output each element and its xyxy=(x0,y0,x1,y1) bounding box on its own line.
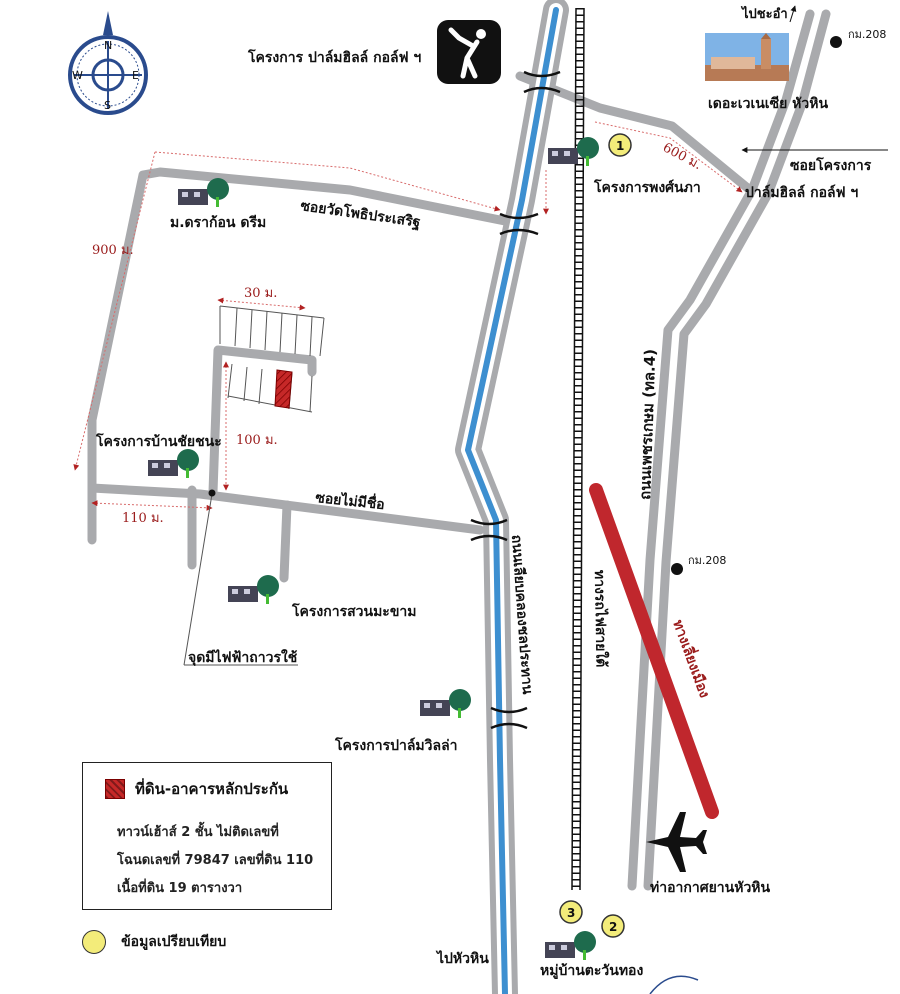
road-petchkasem-a xyxy=(627,9,815,891)
label-soi-palm-2: ปาล์มฮิลล์ กอล์ฟ ฯ xyxy=(745,184,858,201)
distance-30: 30 ม. xyxy=(244,286,277,301)
marker-2: 2 xyxy=(601,914,625,938)
canal-water xyxy=(465,7,559,994)
legend-line-3: เนื้อที่ดิน 19 ตารางวา xyxy=(117,881,243,896)
label-power: จุดมีไฟฟ้าถาวรใช้ xyxy=(188,648,298,666)
road-branch-2 xyxy=(279,500,292,583)
legend-line-2: โฉนดเลขที่ 79847 เลขที่ดิน 110 xyxy=(117,853,314,868)
canal-road xyxy=(455,0,569,994)
bridges xyxy=(470,70,561,730)
bridge-1 xyxy=(523,70,561,94)
house-icon-tawan xyxy=(545,931,596,960)
distance-900: 900 ม. xyxy=(92,243,134,258)
label-soi-palm-1: ซอยโครงการ xyxy=(790,156,872,174)
compass-rose-icon: N S E W xyxy=(68,11,148,115)
label-bypass: ทางเลี่ยงเมือง xyxy=(669,617,715,700)
compass-n: N xyxy=(104,39,112,52)
label-airport: ท่าอากาศยานหัวหิน xyxy=(650,880,771,896)
svg-text:2: 2 xyxy=(609,920,617,934)
legend-box: ที่ดิน-อาคารหลักประกัน ทาวน์เฮ้าส์ 2 ชั้… xyxy=(82,762,332,910)
label-km208-mid: กม.208 xyxy=(688,554,726,567)
road-soi-noname xyxy=(87,483,485,535)
road-soi-palm-hills xyxy=(515,71,755,195)
label-tawan: หมู่บ้านตะวันทอง xyxy=(540,963,643,979)
road-townhouse-access xyxy=(208,345,317,497)
svg-text:3: 3 xyxy=(567,906,575,920)
svg-text:1: 1 xyxy=(616,139,624,153)
comparison-marker-icon xyxy=(82,930,106,954)
label-golf: โครงการ ปาล์มฮิลล์ กอล์ฟ ฯ xyxy=(247,48,421,66)
bridge-4 xyxy=(490,706,528,730)
distance-markers xyxy=(73,121,743,511)
legend-title: ที่ดิน-อาคารหลักประกัน xyxy=(135,780,289,798)
km-marker-mid xyxy=(671,563,683,575)
compass-e: E xyxy=(132,69,139,82)
house-icon-chaichana xyxy=(148,449,199,478)
compass-w: W xyxy=(72,69,83,82)
house-icon-palmvilla xyxy=(420,689,471,718)
collateral-plot xyxy=(274,369,293,409)
road-bypass xyxy=(589,483,719,819)
marker-3: 3 xyxy=(559,900,583,924)
label-suan: โครงการสวนมะขาม xyxy=(291,602,416,620)
label-canal-road: ถนนเลียบคลองชลประทาน xyxy=(508,534,535,695)
map-edge-circle xyxy=(649,975,699,994)
label-palm-villa: โครงการปาล์มวิลล่า xyxy=(334,736,458,754)
comparison-label: ข้อมูลเปรียบเทียบ xyxy=(121,934,227,950)
leader-power xyxy=(183,493,213,666)
bridge-2 xyxy=(499,212,539,236)
road-petchkasem-b xyxy=(643,9,831,891)
legend-line-1: ทาวน์เฮ้าส์ 2 ชั้น ไม่ติดเลขที่ xyxy=(117,825,279,840)
power-point xyxy=(208,489,216,497)
label-ban-chaichana: โครงการบ้านชัยชนะ xyxy=(95,432,222,450)
label-to-huahin: ไปหัวหิน xyxy=(435,949,489,967)
label-to-chaam: ไปชะอำ xyxy=(740,5,788,22)
venezia-photo xyxy=(705,33,789,81)
airplane-icon xyxy=(646,812,707,872)
label-railway: ทางรถไฟสายใต้ xyxy=(591,570,611,668)
label-km208-top: กม.208 xyxy=(848,28,886,41)
distance-110: 110 ม. xyxy=(122,511,164,526)
label-petchkasem: ถนนเพชรเกษม (ทล.4) xyxy=(636,349,659,501)
collateral-swatch xyxy=(105,779,125,799)
bridge-3 xyxy=(470,518,508,542)
leader-chaam xyxy=(789,5,797,23)
label-dragon: ม.ดราก้อน ดรีม xyxy=(170,215,266,231)
road-soi-wat xyxy=(87,167,515,545)
distance-100: 100 ม. xyxy=(236,433,278,448)
label-venezia: เดอะเวเนเซีย หัวหิน xyxy=(708,96,828,112)
marker-1: 1 xyxy=(608,133,632,157)
km-marker-top xyxy=(830,36,842,48)
house-icon-phong xyxy=(548,137,599,166)
compass-s: S xyxy=(104,99,111,112)
golf-icon xyxy=(437,20,501,84)
house-icon-dragon xyxy=(178,178,229,207)
comparison-legend: ข้อมูลเปรียบเทียบ xyxy=(82,930,226,954)
house-icon-suan xyxy=(228,575,279,604)
label-phong: โครงการพงศ์นภา xyxy=(593,178,701,196)
